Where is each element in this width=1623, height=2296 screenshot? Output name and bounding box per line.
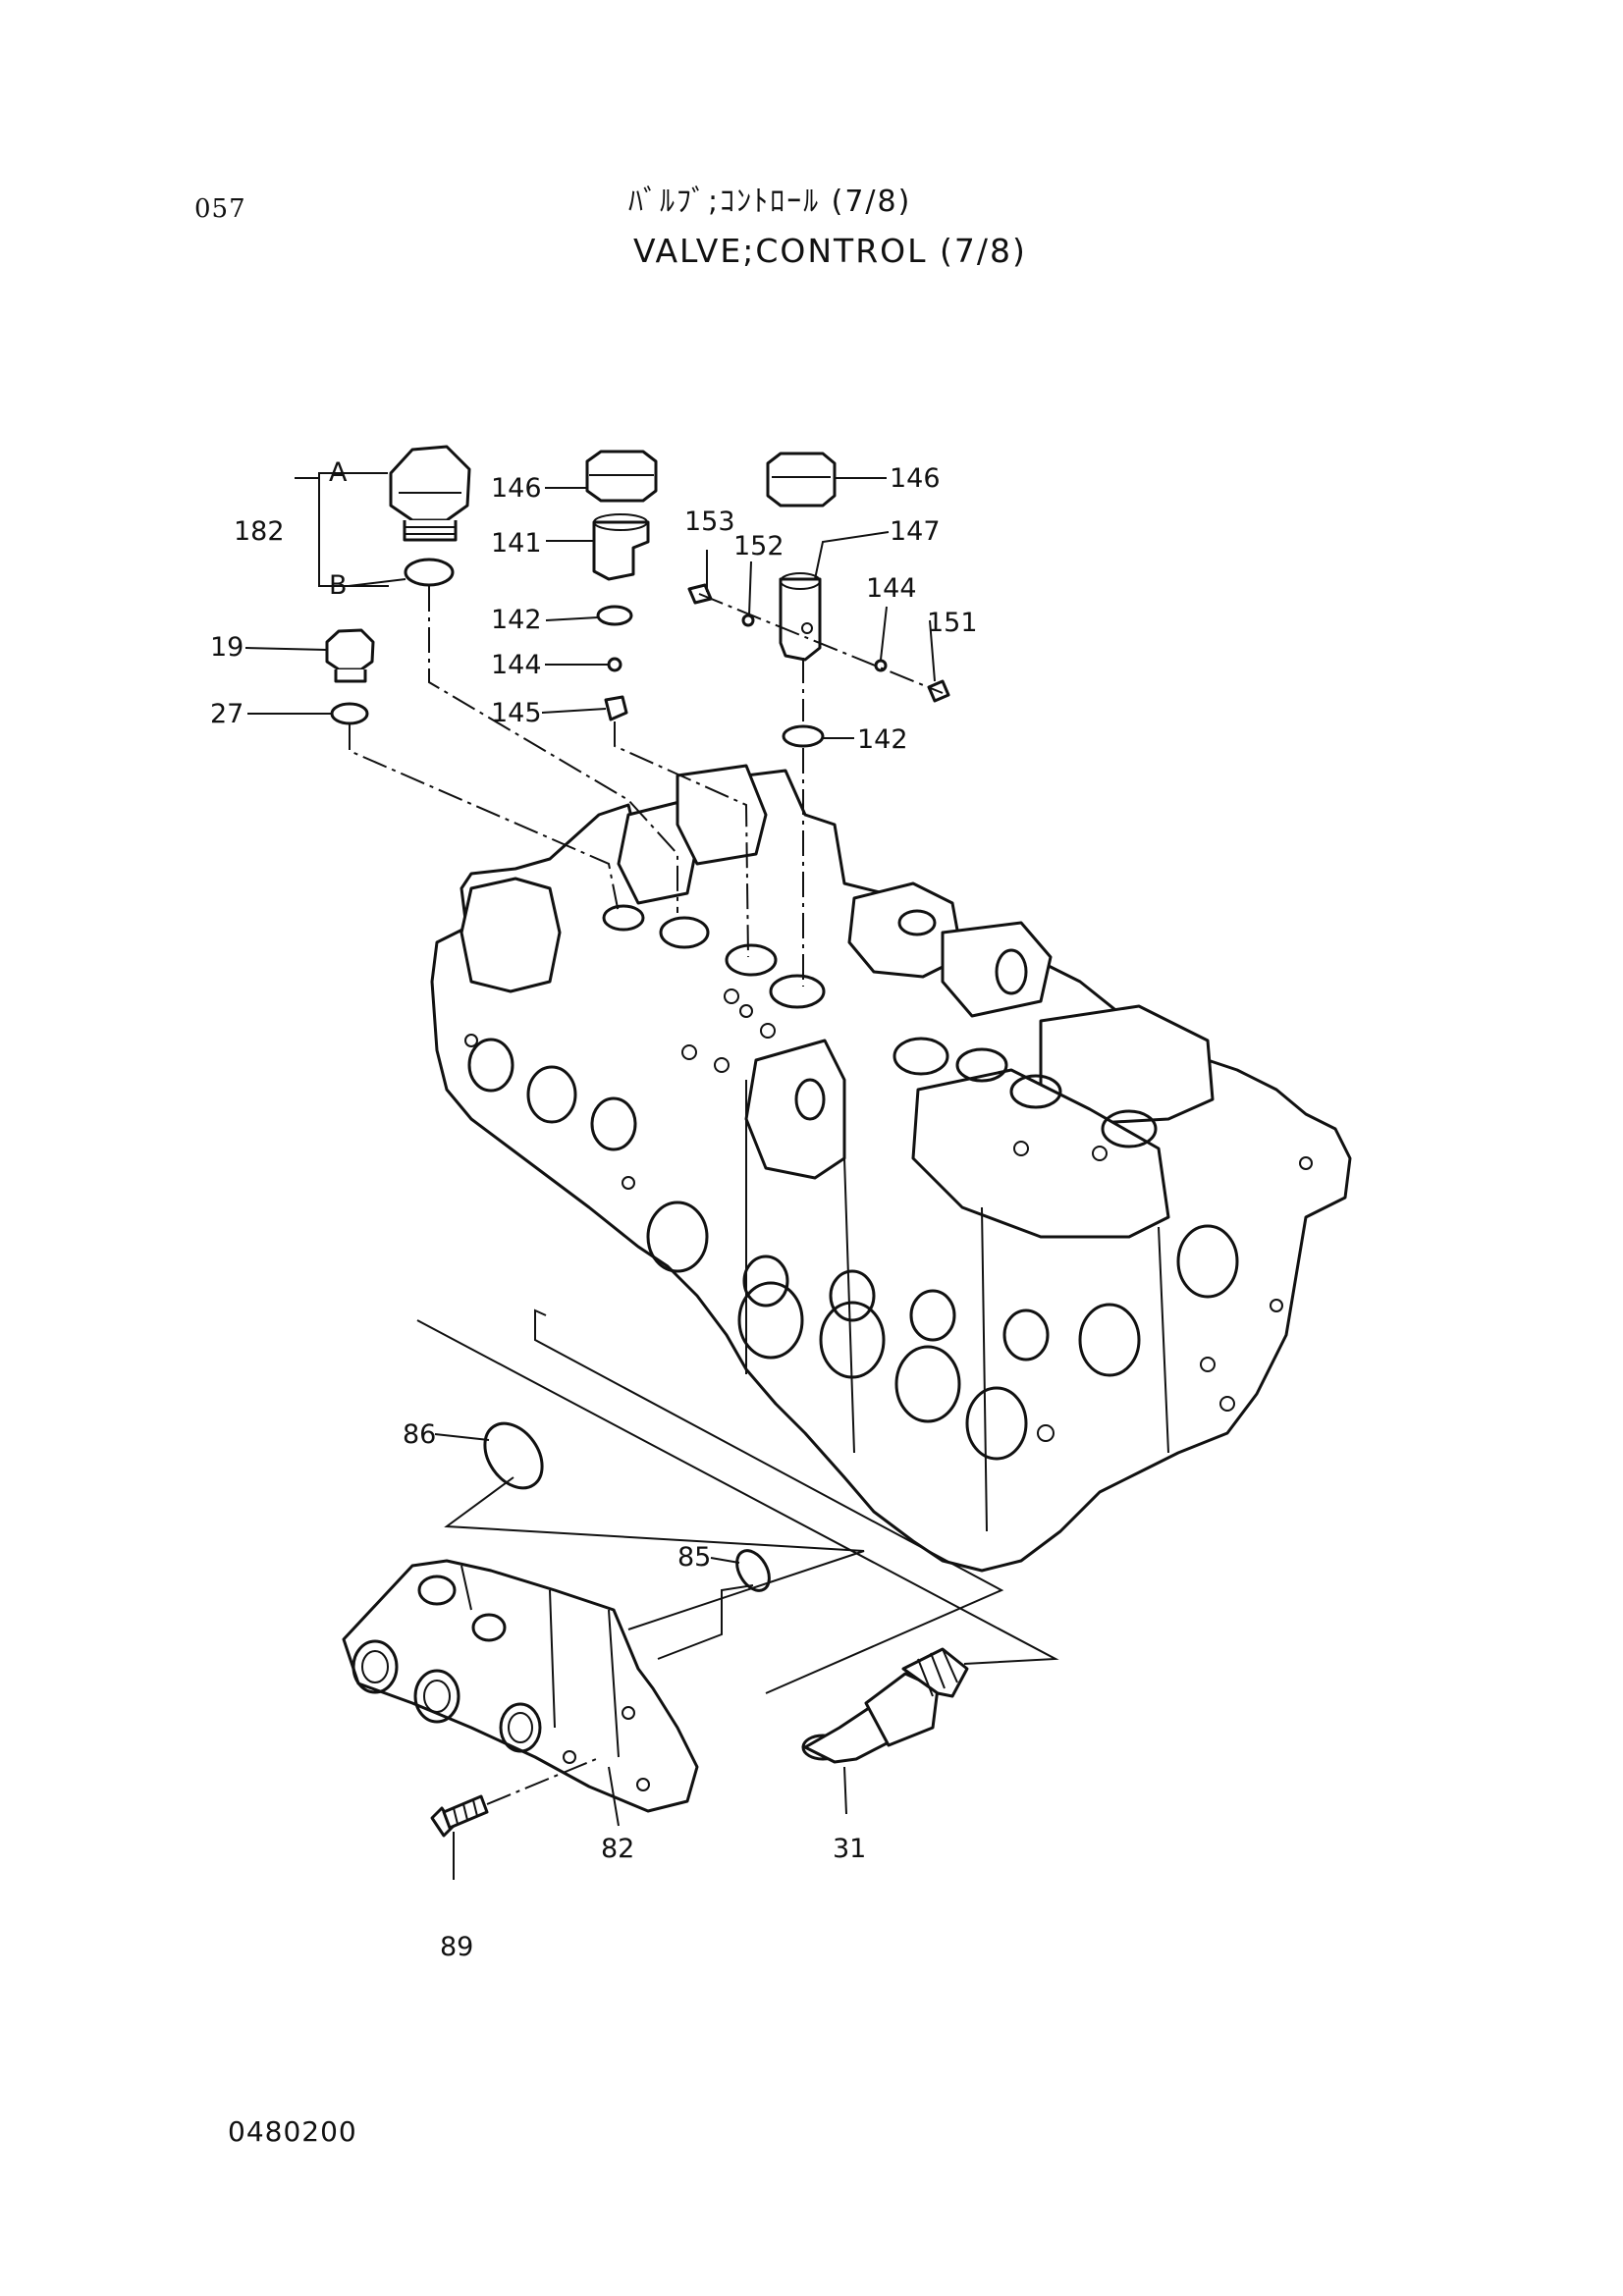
- callout-146-right: 146: [890, 463, 941, 494]
- part-86-oring: [483, 1421, 544, 1490]
- control-valve-body: [430, 764, 1352, 1573]
- chain-line-182: [428, 586, 678, 913]
- chain-line-85b: [657, 1584, 754, 1660]
- callout-145: 145: [491, 698, 542, 728]
- callout-A: A: [329, 457, 348, 488]
- part-85-oring: [735, 1549, 771, 1592]
- part-89-bolt: [430, 1794, 489, 1838]
- right-plug-stack: [687, 452, 950, 748]
- chain-line-145: [614, 721, 749, 958]
- chain-line-31: [416, 1319, 1059, 1665]
- callout-31: 31: [833, 1834, 866, 1864]
- callout-151: 151: [927, 608, 978, 638]
- page-number: 057: [194, 194, 246, 224]
- callout-19: 19: [210, 632, 243, 663]
- callout-27: 27: [210, 699, 243, 729]
- callout-leaders: [244, 472, 936, 1564]
- callout-86: 86: [403, 1419, 436, 1450]
- part-182-plug: [389, 445, 471, 587]
- leader-bottom: [453, 1766, 847, 1880]
- chain-line-86: [444, 1476, 865, 1630]
- callout-141: 141: [491, 528, 542, 559]
- callout-152: 152: [733, 531, 784, 561]
- callout-144-right: 144: [866, 573, 917, 604]
- callout-89: 89: [440, 1932, 473, 1962]
- part-82-block: [342, 1559, 699, 1813]
- part-19-plug: [325, 628, 375, 725]
- left-plug-stack: [585, 450, 658, 721]
- title-english: VALVE;CONTROL (7/8): [633, 232, 1027, 270]
- callout-142-left: 142: [491, 605, 542, 635]
- drawing-code: 0480200: [228, 2115, 357, 2148]
- callout-B: B: [329, 570, 348, 601]
- title-japanese: ﾊﾞﾙﾌﾞ;ｺﾝﾄﾛｰﾙ (7/8): [628, 185, 912, 219]
- callout-146-left: 146: [491, 473, 542, 504]
- chain-line-19: [349, 724, 620, 914]
- callout-142-right: 142: [857, 724, 908, 755]
- callout-144-left: 144: [491, 650, 542, 680]
- callout-82: 82: [601, 1834, 634, 1864]
- callout-153: 153: [684, 507, 735, 537]
- chain-line-89: [486, 1756, 602, 1805]
- chain-line-85: [534, 1308, 1004, 1694]
- callout-182: 182: [234, 516, 285, 547]
- part-31-relief-valve: [801, 1647, 969, 1764]
- callout-147: 147: [890, 516, 941, 547]
- callout-85: 85: [677, 1542, 711, 1573]
